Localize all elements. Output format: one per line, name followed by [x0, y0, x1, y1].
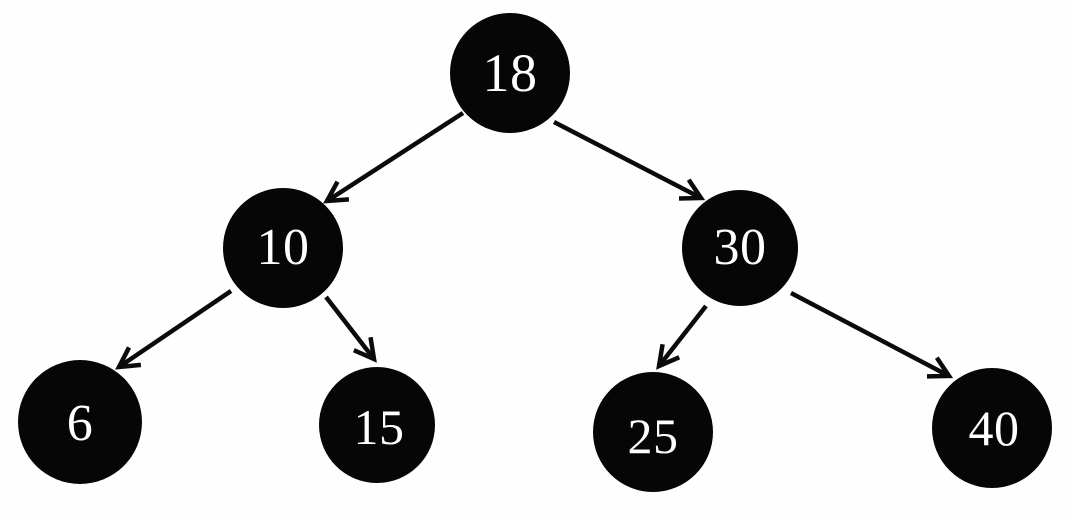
tree-edge-arrowhead [323, 180, 350, 204]
node-label: 18 [482, 43, 538, 103]
tree-edge [117, 289, 233, 369]
tree-edge-arrowhead [926, 356, 954, 379]
node-label: 6 [66, 395, 94, 452]
node-label: 40 [968, 400, 1020, 456]
node-label: 30 [713, 219, 767, 276]
tree-node-leaf-1[interactable]: 6 [18, 360, 142, 484]
tree-edge-arrowhead [678, 178, 706, 201]
tree-edge [789, 291, 951, 378]
tree-edge-arrowhead [656, 343, 681, 370]
node-label: 25 [627, 408, 679, 464]
tree-node-leaf-3[interactable]: 25 [593, 372, 713, 492]
tree-edge-arrowhead [115, 346, 142, 370]
tree-edge [325, 111, 465, 203]
tree-node-leaf-4[interactable]: 40 [932, 368, 1052, 488]
tree-edge [324, 295, 376, 361]
tree-node-leaf-2[interactable]: 15 [319, 367, 435, 483]
tree-edge [657, 304, 708, 368]
tree-edge-arrowhead [352, 336, 377, 363]
edge-group [115, 111, 954, 379]
tree-node-right-child[interactable]: 30 [682, 190, 798, 306]
tree-node-left-child[interactable]: 10 [223, 188, 343, 308]
node-label: 10 [256, 219, 310, 276]
tree-node-root[interactable]: 18 [450, 13, 570, 133]
tree-edge [552, 120, 703, 200]
node-label: 15 [353, 399, 405, 455]
